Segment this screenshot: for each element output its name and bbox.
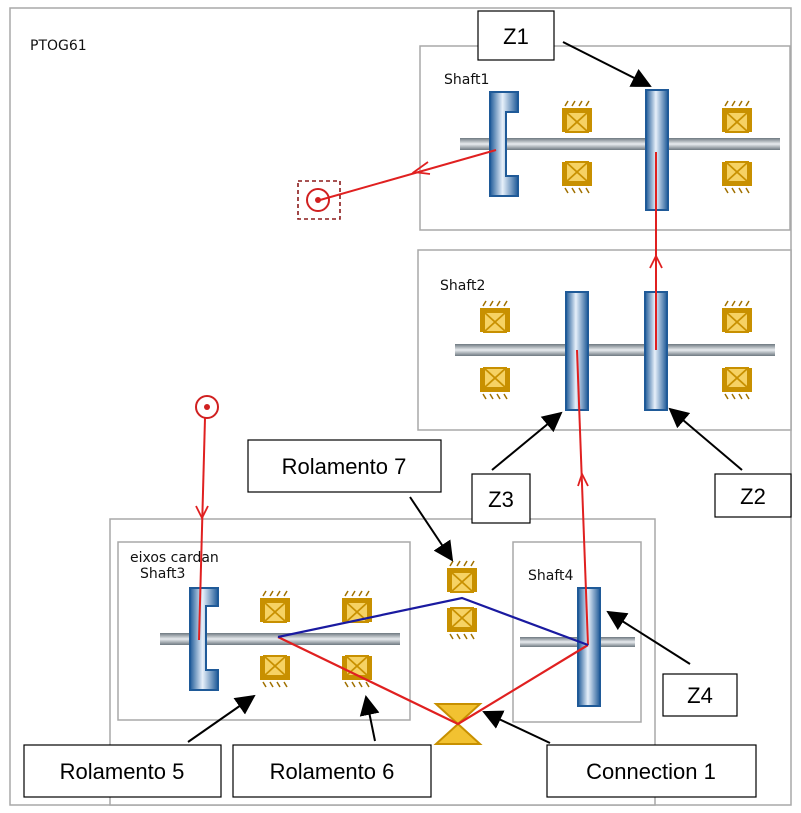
- callout-z1-arrow: [562, 41, 652, 87]
- flow-connection-red: [277, 636, 589, 726]
- flow-arrow-output: [411, 161, 431, 175]
- callout-z3-arrow: [491, 411, 563, 471]
- callout-z4-arrow: [606, 610, 691, 665]
- callout-rolamento5-box: [23, 744, 222, 798]
- flow-input-shaft3: [198, 417, 206, 641]
- shaft1-coupling: [489, 91, 519, 197]
- shaft2-bar: [455, 344, 775, 356]
- callout-z4-box: [662, 673, 738, 717]
- input-marker-icon: [195, 395, 219, 419]
- flow-arrow-z3-up: [577, 471, 589, 487]
- callout-rolamento7-arrow: [409, 496, 454, 562]
- callout-connection1-arrow: [482, 710, 551, 744]
- callout-rolamento6-box: [232, 744, 432, 798]
- flow-z3-z4: [576, 349, 589, 646]
- callout-rolamento6-arrow: [359, 695, 380, 742]
- shaft3-coupling: [189, 587, 219, 691]
- shaft2-panel[interactable]: [417, 249, 792, 431]
- callout-z4: Z4: [687, 683, 713, 708]
- input-marker-dot: [204, 404, 210, 410]
- flow-connection-blue: [277, 596, 589, 647]
- callout-z3: Z3: [488, 487, 514, 512]
- output-marker-box: [297, 180, 341, 220]
- callout-rolamento5: Rolamento 5: [60, 759, 185, 784]
- callout-rolamento7: Rolamento 7: [282, 454, 407, 479]
- output-marker-icon: [306, 188, 330, 212]
- shaft1-bar: [460, 138, 780, 150]
- callout-connection1-box: [546, 744, 757, 798]
- callout-z1: Z1: [503, 24, 529, 49]
- callout-rolamento6: Rolamento 6: [270, 759, 395, 784]
- callout-rolamento5-arrow: [187, 694, 256, 743]
- callout-rolamento7-box: [247, 439, 442, 493]
- flow-shaft1-output: [319, 149, 497, 201]
- shaft1-label: Shaft1: [444, 72, 489, 88]
- flow-arrow-input-down: [195, 505, 209, 521]
- callout-z3-box: [471, 473, 531, 524]
- output-marker-dot: [315, 197, 321, 203]
- shaft3-group-label: eixos cardan: [130, 550, 219, 566]
- callout-z2-arrow: [668, 407, 743, 471]
- shaft2-label: Shaft2: [440, 278, 485, 294]
- gear-z4[interactable]: [577, 587, 601, 707]
- callout-connection1: Connection 1: [586, 759, 716, 784]
- shaft3-label: Shaft3: [140, 566, 185, 582]
- callout-z1-box: [477, 10, 555, 61]
- callout-z2: Z2: [740, 484, 766, 509]
- shaft4-label: Shaft4: [528, 568, 574, 584]
- flow-arrow-z2-up: [649, 253, 663, 269]
- shaft3-panel[interactable]: [117, 541, 411, 721]
- callout-z2-box: [714, 473, 792, 518]
- model-name-label: PTOG61: [30, 38, 87, 54]
